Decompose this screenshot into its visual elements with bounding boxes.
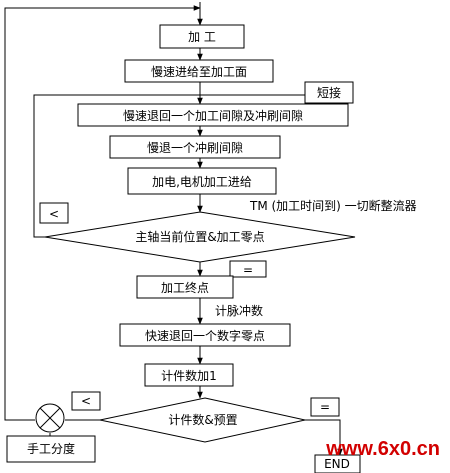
decision-diamond-zero <box>44 211 356 263</box>
slow-retract-flush-label: 慢退一个冲刷间隙 <box>147 140 243 155</box>
machining-end-label: 加工终点 <box>161 280 209 295</box>
power-on-feed-box <box>127 167 277 195</box>
decision-zero-label: 主轴当前位置&加工零点 <box>135 229 264 244</box>
equal-label-2: = <box>320 400 330 414</box>
equal-label-1: = <box>243 263 253 277</box>
counter-add-box <box>144 363 234 387</box>
slow-feed-label: 慢速进给至加工面 <box>151 65 247 79</box>
equal-box-1 <box>229 260 267 278</box>
machining-label: 加 工 <box>188 30 216 44</box>
slow-retract-gap-flush-label: 慢速退回一个加工间隙及冲刷间隙 <box>123 108 303 123</box>
count-pulse-label: 计脉冲数 <box>215 303 263 318</box>
less-than-label-2: < <box>81 394 91 408</box>
power-on-feed-label: 加电,电机加工进给 <box>152 175 252 189</box>
slow-retract-gap-flush-box <box>77 103 349 127</box>
machining-end-box <box>136 275 234 299</box>
tm-note: TM (加工时间到) 一切断整流器 <box>249 198 417 213</box>
slow-retract-flush-box <box>109 135 281 159</box>
short-circuit-box <box>304 81 354 104</box>
manual-indexing-label: 手工分度 <box>27 441 75 456</box>
end-box <box>314 454 361 473</box>
slow-feed-box <box>124 59 274 83</box>
junction-x-stroke <box>39 407 61 429</box>
less-than-box-2 <box>71 391 101 411</box>
manual-indexing-box <box>6 435 96 463</box>
fast-retract-label: 快速退回一个数字零点 <box>145 328 265 343</box>
less-than-box-1 <box>39 202 69 224</box>
decision-diamond-count <box>99 397 306 443</box>
end-link <box>305 419 343 456</box>
fast-retract-box <box>119 323 291 347</box>
return-loop-line-up <box>4 5 201 421</box>
end-label: END <box>324 457 350 471</box>
machining-box <box>159 24 245 49</box>
decision-count-label: 计件数&预置 <box>168 412 237 427</box>
counter-add-label: 计件数加1 <box>161 368 217 383</box>
less-than-label-1: < <box>49 207 59 221</box>
short-circuit-label: 短接 <box>317 85 341 100</box>
equal-box-2 <box>310 397 340 417</box>
watermark: www.6x0.cn <box>325 438 440 460</box>
